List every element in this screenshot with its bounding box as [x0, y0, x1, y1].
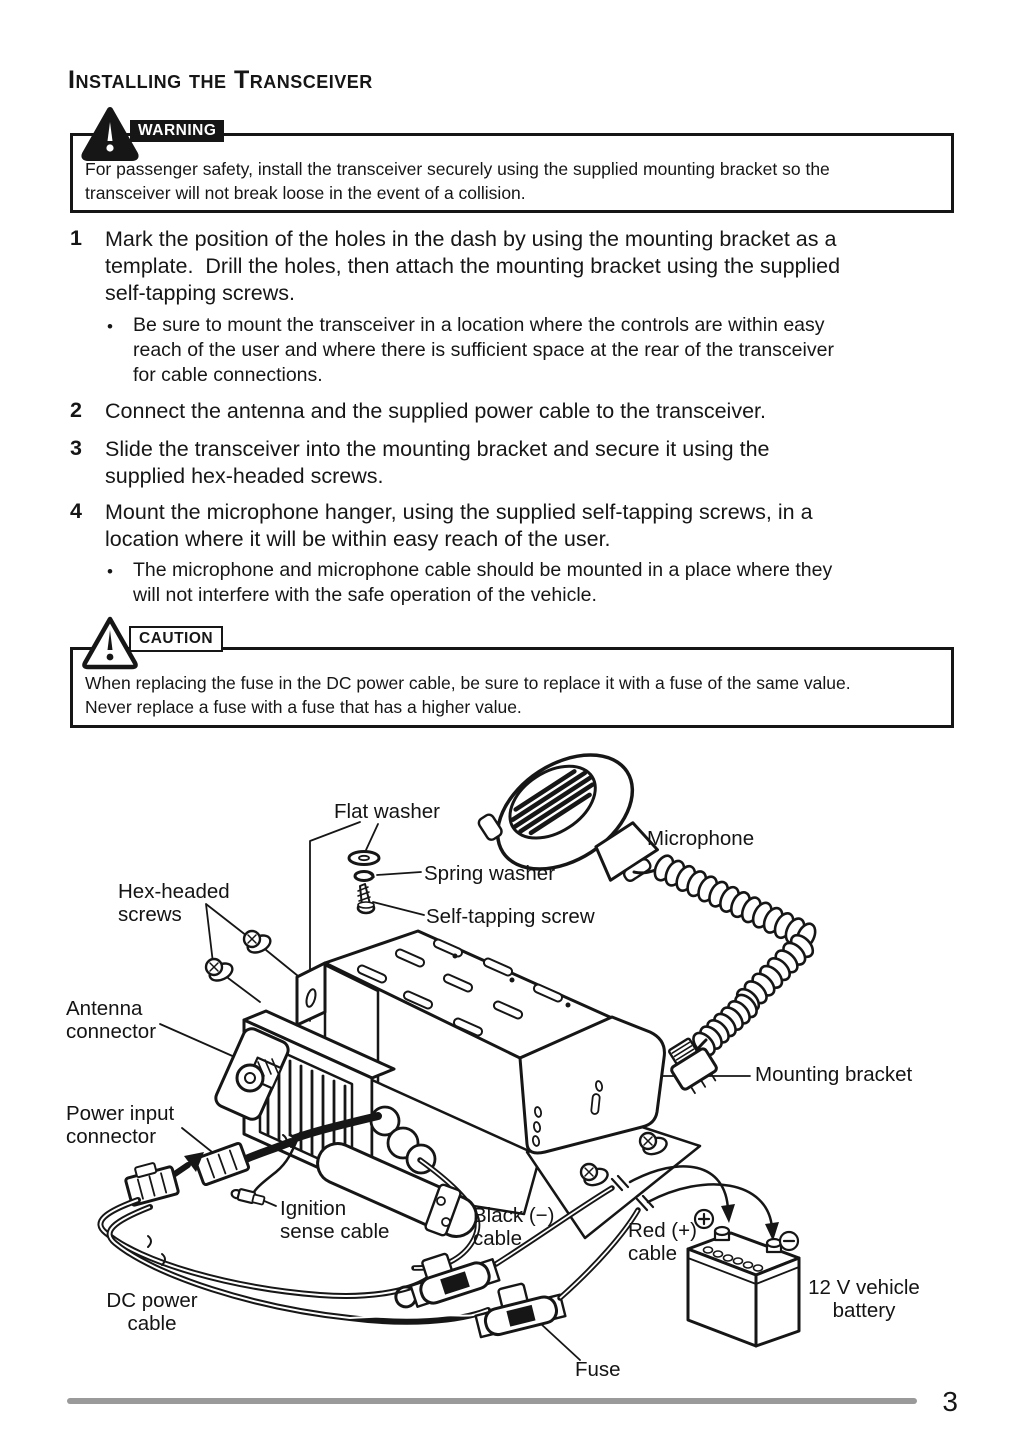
- warning-box: [70, 133, 954, 213]
- step-1-text: Mark the position of the holes in the da…: [105, 227, 841, 305]
- microphone-plug: [668, 1037, 718, 1095]
- label-red-cable: Red (+) cable: [628, 1219, 697, 1265]
- installation-diagram: [97, 753, 817, 1361]
- label-ignition-sense-cable: Ignition sense cable: [280, 1197, 390, 1243]
- step-4-number: 4: [70, 499, 82, 523]
- label-hex-headed-screws: Hex-headed screws: [118, 880, 230, 926]
- step-3-number: 3: [70, 436, 82, 460]
- washers-and-screw: [347, 850, 381, 915]
- label-self-tapping-screw: Self-tapping screw: [426, 905, 595, 928]
- fuse-holder-1: [394, 1252, 501, 1309]
- step-1-number: 1: [70, 226, 82, 250]
- fuse-holder-2: [474, 1282, 567, 1339]
- battery-illustration: [686, 1208, 801, 1348]
- microphone-illustration: [477, 753, 817, 1095]
- caution-triangle-icon: [82, 616, 138, 670]
- label-black-cable: Black (−) cable: [473, 1204, 555, 1250]
- front-bail: [316, 1142, 478, 1238]
- self-tapping-screw-part: [356, 883, 376, 915]
- hex-screws-left: [204, 929, 272, 982]
- mounting-bracket-illustration: [295, 929, 666, 1155]
- step-3-text: Slide the transceiver into the mounting …: [105, 437, 770, 488]
- step-2-text: Connect the antenna and the supplied pow…: [105, 399, 766, 423]
- ignition-sense-group: [230, 1131, 302, 1206]
- power-connector-group: [124, 1112, 382, 1207]
- label-spring-washer: Spring washer: [424, 862, 556, 885]
- label-antenna-connector: Antenna connector: [66, 997, 157, 1043]
- label-mounting-bracket: Mounting bracket: [755, 1063, 913, 1086]
- step-1-bullet: Be sure to mount the transceiver in a lo…: [107, 313, 953, 388]
- minus-terminal-icon: [778, 1230, 800, 1252]
- caution-box: [70, 647, 954, 728]
- step-4-bullet: The microphone and microphone cable shou…: [107, 558, 953, 608]
- warning-label: WARNING: [130, 120, 225, 142]
- step-4-text: Mount the microphone hanger, using the s…: [105, 500, 813, 551]
- label-microphone: Microphone: [647, 827, 755, 850]
- page-title: Installing the Transceiver: [68, 66, 373, 94]
- coiled-cord: [653, 854, 817, 1057]
- caution-text: When replacing the fuse in the DC power …: [85, 673, 851, 717]
- page-number: 3: [942, 1386, 958, 1417]
- hex-screws-right: [579, 1131, 668, 1187]
- warning-triangle-icon: [81, 107, 139, 161]
- label-flat-washer: Flat washer: [334, 800, 440, 823]
- warning-text: For passenger safety, install the transc…: [85, 159, 830, 203]
- step-2-number: 2: [70, 398, 82, 422]
- footer-rule: [67, 1398, 917, 1404]
- label-power-input-connector: Power input connector: [66, 1102, 175, 1148]
- label-fuse: Fuse: [575, 1358, 621, 1381]
- label-battery: 12 V vehicle battery: [808, 1276, 920, 1322]
- antenna-connector-part: [214, 1027, 290, 1121]
- battery-leads: [493, 1165, 779, 1301]
- label-dc-power-cable: DC power cable: [106, 1289, 198, 1335]
- dc-power-cable-art: [97, 1197, 491, 1325]
- plus-terminal-icon: [693, 1208, 715, 1230]
- caution-label: CAUTION: [129, 626, 224, 652]
